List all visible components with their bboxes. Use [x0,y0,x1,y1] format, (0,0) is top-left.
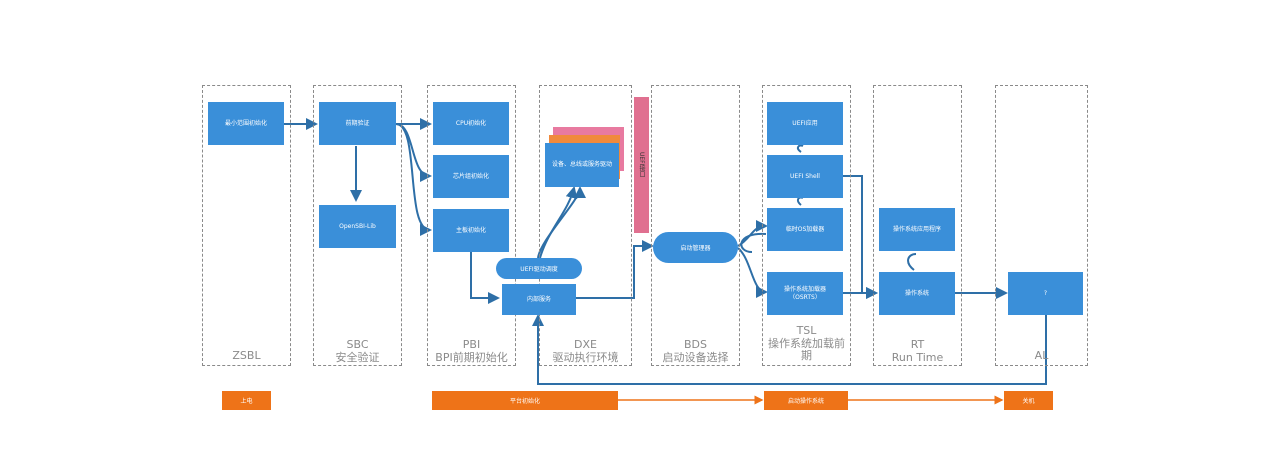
phase-bds-sublabel: 启动设备选择 [662,351,729,364]
node-pre-verify: 前期验证 [319,102,396,145]
arrow-service-to-bootmgr [576,240,654,299]
phase-zsbl-label: ZSBL [232,349,261,362]
phase-rt-label: RT [910,338,925,351]
phase-al: AL [995,85,1088,366]
node-internal-service: 内部服务 [502,284,576,315]
node-os-loader: 操作系统加载器（OSRTS） [767,272,843,315]
node-uefi-dispatcher: UEFI驱动调度 [496,258,582,279]
phase-dxe-label: DXE [574,338,597,351]
node-min-init: 最小范围初始化 [208,102,284,145]
phase-bds-label: BDS [684,338,707,351]
phase-pbi-label: PBI [462,338,481,351]
phase-pbi-sublabel: BPI前期初始化 [435,351,508,364]
node-boot-manager: 启动管理器 [653,232,738,263]
arrow-loop-transient [740,232,767,253]
phase-sbc: SBC 安全验证 [313,85,402,366]
arrow-board-to-service [470,252,500,304]
arrow-loop-app-shell [796,144,804,153]
phase-sbc-sublabel: 安全验证 [335,351,380,364]
phase-al-label: AL [1034,349,1049,362]
node-os-app: 操作系统应用程序 [879,208,955,251]
phase-rt: RT Run Time [873,85,962,366]
node-opensbi-lib: OpenSBI-Lib [319,205,396,248]
phase-tsl: TSL 操作系统加载前期 [762,85,851,366]
arrow-loop-os-app [907,253,917,271]
phase-dxe: DXE 驱动执行环境 [539,85,632,366]
uefi-interface-bar: UEFI接口 [634,97,649,233]
phase-bds: BDS 启动设备选择 [651,85,740,366]
arrow-verify-to-board [395,123,432,236]
node-al: ? [1008,272,1083,315]
node-os: 操作系统 [879,272,955,315]
node-device-driver: 设备、总线或服务驱动 [545,143,619,187]
phase-tsl-sublabel: 操作系统加载前期 [768,337,845,362]
timeline-power-on: 上电 [222,391,271,410]
timeline-platform-init: 平台初始化 [432,391,618,410]
node-uefi-app: UEFI应用 [767,102,843,145]
node-board-init: 主板初始化 [433,209,509,252]
phase-rt-sublabel: Run Time [891,351,944,364]
arrow-al-feedback [532,314,1047,385]
phase-dxe-sublabel: 驱动执行环境 [552,351,619,364]
node-uefi-shell: UEFI Shell [767,155,843,198]
node-chipset-init: 芯片组初始化 [433,155,509,198]
node-cpu-init: CPU初始化 [433,102,509,145]
arrow-dispatcher-to-driver-b [539,186,578,259]
node-transient-os-loader: 临时OS加载器 [767,208,843,251]
timeline-shutdown: 关机 [1004,391,1053,410]
timeline-os-boot: 启动操作系统 [764,391,848,410]
phase-zsbl: ZSBL [202,85,291,366]
phase-sbc-label: SBC [346,338,369,351]
phase-tsl-label: TSL [796,324,817,337]
phase-pbi: PBI BPI前期初始化 [427,85,516,366]
